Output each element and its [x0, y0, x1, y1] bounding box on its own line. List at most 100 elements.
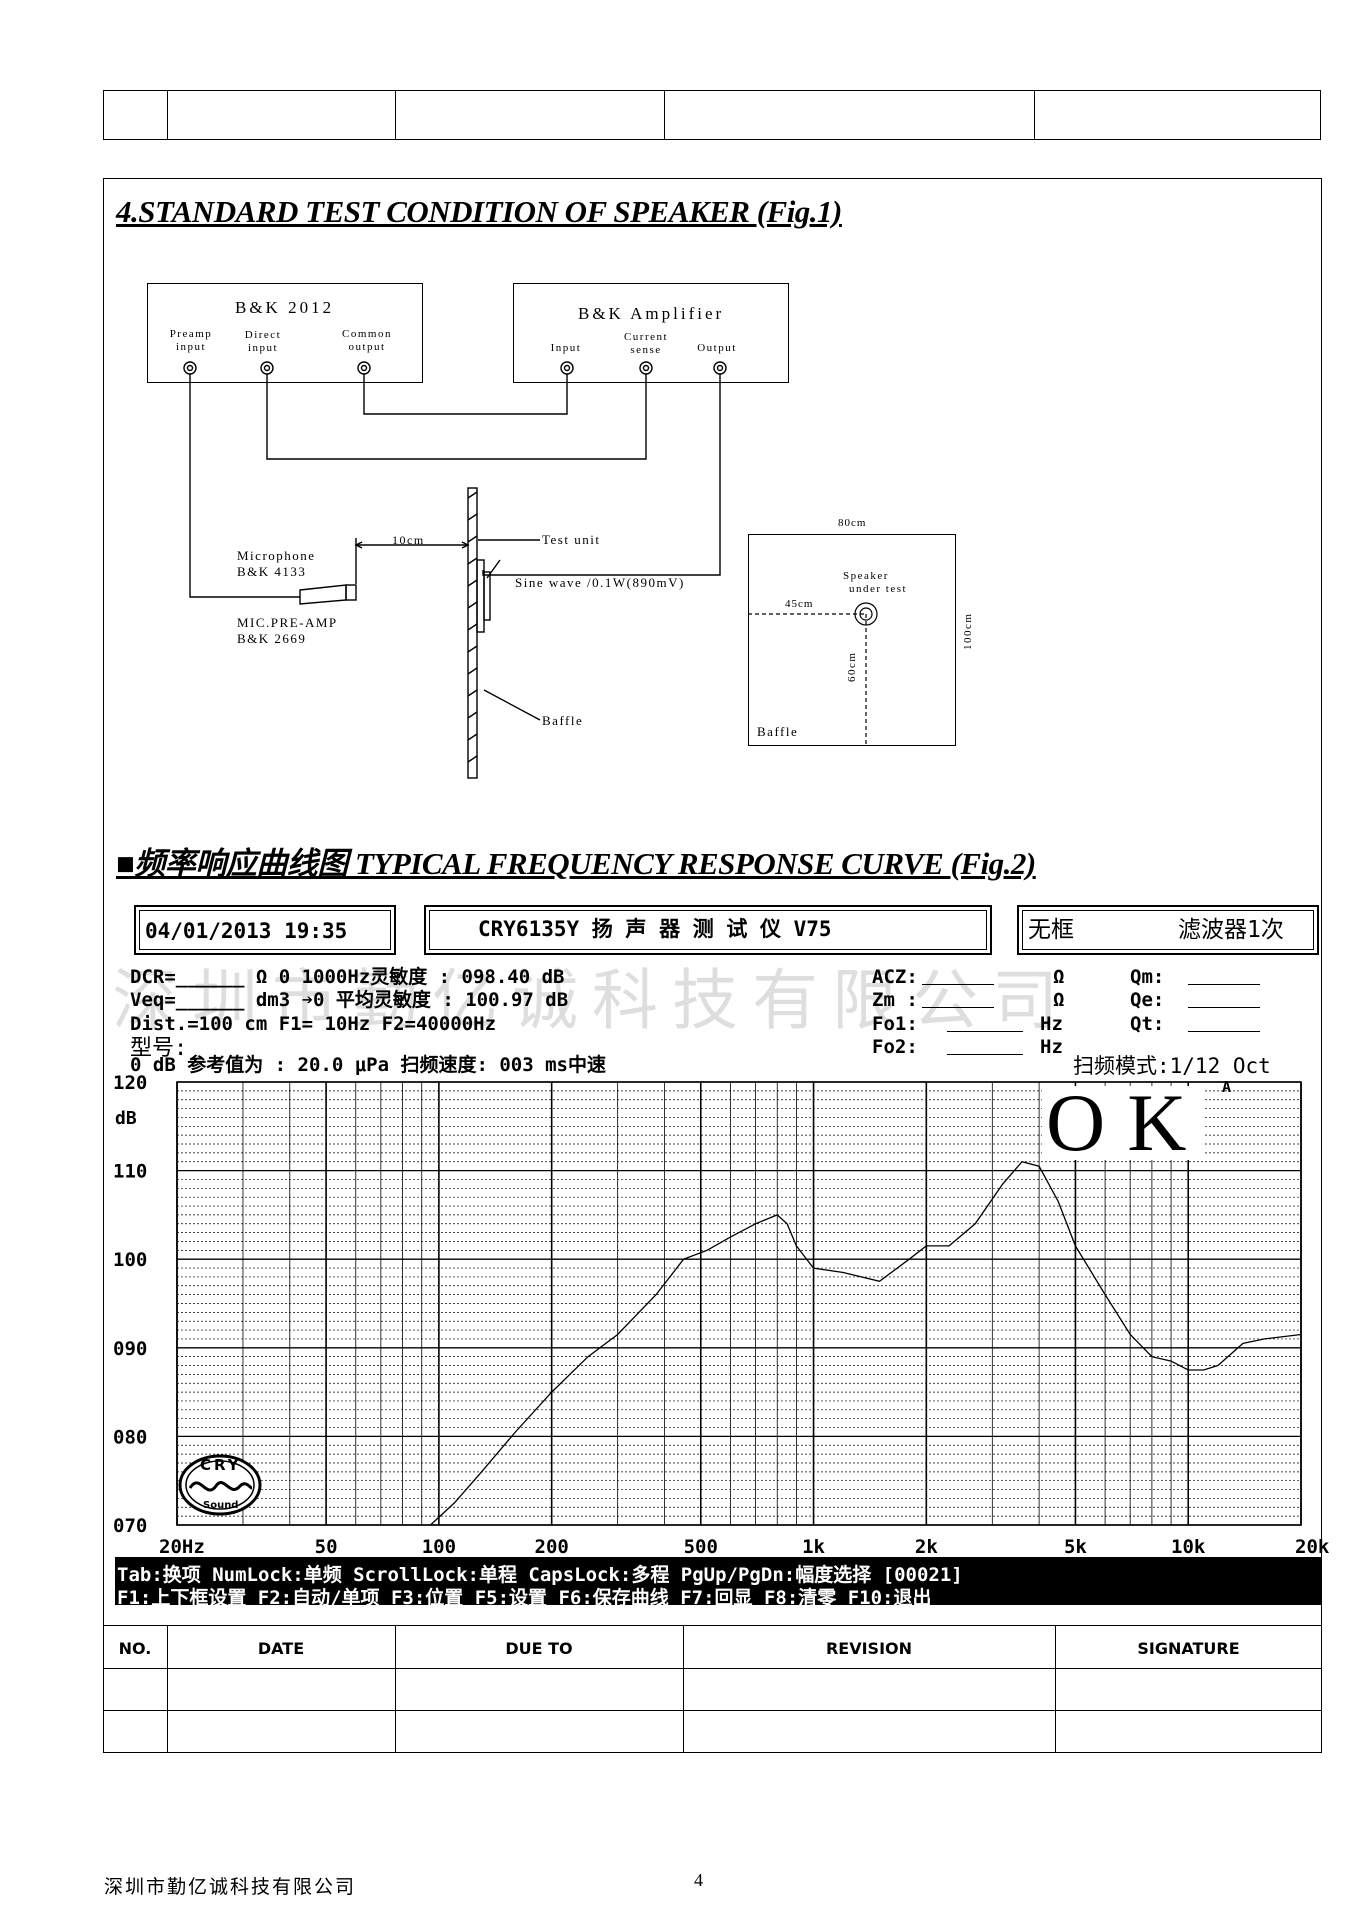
param-unit: Hz: [1040, 1013, 1063, 1035]
logo-bottom-text: Sound: [203, 1500, 239, 1511]
param-blank: [1188, 1031, 1260, 1032]
param-unit: Hz: [1040, 1036, 1063, 1058]
table-header-row: [103, 1626, 1322, 1669]
baffle-width-label: 80cm: [838, 517, 867, 529]
y-axis-unit: dB: [115, 1108, 137, 1129]
y-tick-label: 080: [113, 1426, 147, 1448]
status-line-keys: Tab:换项 NumLock:单频 ScrollLock:单程 CapsLock…: [117, 1564, 963, 1586]
param-qt: Qt:: [1130, 1013, 1165, 1035]
table-divider: [1034, 91, 1035, 139]
y-tick-label: 120: [113, 1072, 147, 1094]
param-line-reference: 0 dB 参考值为 : 20.0 μPa 扫频速度: 003 ms中速: [130, 1054, 606, 1076]
table-divider: [395, 1626, 396, 1753]
header-due-to: DUE TO: [505, 1638, 573, 1658]
setup-wiring: [183, 361, 727, 779]
datetime-box: [134, 905, 396, 955]
analyzer-status-bar: Tab:换项 NumLock:单频 ScrollLock:单程 CapsLock…: [115, 1557, 1321, 1609]
baffle-geometry: [748, 602, 878, 746]
param-blank: [1188, 1007, 1260, 1008]
amplifier-title: B&K Amplifier: [578, 304, 725, 323]
instrument-box: [424, 905, 992, 955]
y-tick-label: 070: [113, 1515, 147, 1537]
x-tick-label: 5k: [1064, 1536, 1087, 1558]
cry-sound-logo: CRY Sound: [176, 1452, 264, 1518]
header-signature: SIGNATURE: [1137, 1638, 1240, 1658]
param-zm: Zm :: [872, 989, 918, 1011]
x-tick-label: 2k: [915, 1536, 938, 1558]
param-fo1: Fo1:: [872, 1013, 918, 1035]
param-fo2: Fo2:: [872, 1036, 918, 1058]
param-acz: ACZ:: [872, 966, 918, 988]
port-label: Input: [550, 342, 582, 354]
watermark-text: 深圳市勤亿诚科技有限公司: [112, 962, 1072, 1039]
table-row: [103, 1668, 1322, 1711]
table-divider: [167, 1626, 168, 1753]
table-divider: [1055, 1626, 1056, 1753]
mode-right: 滤波器1次: [1178, 917, 1284, 943]
baffle-label: Baffle: [542, 713, 584, 728]
param-blank: [947, 1031, 1023, 1032]
table-row: [103, 1710, 1322, 1753]
param-blank: [947, 1054, 1023, 1055]
plot-frame: [176, 1081, 1302, 1526]
bk2012-box: [147, 283, 423, 383]
y-tick-label: 110: [113, 1161, 147, 1183]
ok-verdict-box: OK: [1042, 1077, 1209, 1168]
y-tick-label: 100: [113, 1249, 147, 1271]
header-date: DATE: [257, 1638, 305, 1658]
x-tick-label: 20Hz: [159, 1536, 205, 1558]
section-heading-frequency: ■频率响应曲线图 TYPICAL FREQUENCY RESPONSE CURV…: [116, 846, 1036, 881]
logo-top-text: CRY: [200, 1456, 242, 1474]
signal-label: Sine wave /0.1W(890mV): [515, 575, 685, 590]
header-no: NO.: [118, 1638, 152, 1658]
datetime-text: 04/01/2013 19:35: [145, 919, 348, 943]
param-unit: Ω: [1053, 989, 1065, 1011]
baffle-caption: Baffle: [757, 724, 799, 739]
header-revision: REVISION: [825, 1638, 913, 1658]
param-line-veq: Veq=______ dm3 ➔0 平均灵敏度 : 100.97 dB: [130, 989, 569, 1011]
x-tick-label: 200: [535, 1536, 569, 1558]
x-tick-label: 50: [315, 1536, 338, 1558]
port-label: Output: [697, 342, 737, 354]
amplifier-box: [513, 283, 789, 383]
marker-a: A: [1222, 1078, 1232, 1096]
table-divider: [664, 91, 665, 139]
bk2012-title: B&K 2012: [235, 298, 335, 317]
instrument-title: CRY6135Y 扬 声 器 测 试 仪 V75: [478, 917, 832, 941]
status-line-functions: F1:上下框设置 F2:自动/单项 F3:位置 F5:设置 F6:保存曲线 F7…: [117, 1587, 932, 1609]
x-tick-label: 20k: [1295, 1536, 1330, 1558]
sweep-mode: 扫频模式:1/12 Oct: [1073, 1054, 1271, 1078]
top-table-strip: [103, 90, 1321, 140]
x-tick-label: 500: [684, 1536, 718, 1558]
table-divider: [683, 1626, 684, 1753]
logo-emblem: [178, 1454, 262, 1516]
mode-box: [1017, 905, 1319, 955]
x-tick-label: 1k: [802, 1536, 825, 1558]
param-qe: Qe:: [1130, 989, 1165, 1011]
table-divider: [395, 91, 396, 139]
page-number: 4: [694, 1870, 703, 1890]
param-line-dcr: DCR=______ Ω 0 1000Hz灵敏度 : 098.40 dB: [130, 966, 565, 988]
mode-left: 无框: [1028, 917, 1074, 943]
param-blank: [922, 1007, 994, 1008]
baffle-height-label: 100cm: [962, 612, 974, 650]
table-divider: [167, 91, 168, 139]
param-blank: [922, 984, 994, 985]
y-tick-label: 090: [113, 1338, 147, 1360]
footer-company: 深圳市勤亿诚科技有限公司: [104, 1877, 357, 1898]
horizontal-offset-label: 45cm: [785, 598, 814, 610]
param-line-dist: Dist.=100 cm F1= 10Hz F2=40000Hz: [130, 1013, 497, 1035]
param-line-model: 型号:: [130, 1036, 188, 1061]
section-heading-standard: 4.STANDARD TEST CONDITION OF SPEAKER (Fi…: [116, 194, 842, 229]
ok-verdict: OK: [1046, 1077, 1209, 1168]
distance-label: 10cm: [392, 533, 425, 547]
test-unit-label: Test unit: [542, 532, 601, 547]
